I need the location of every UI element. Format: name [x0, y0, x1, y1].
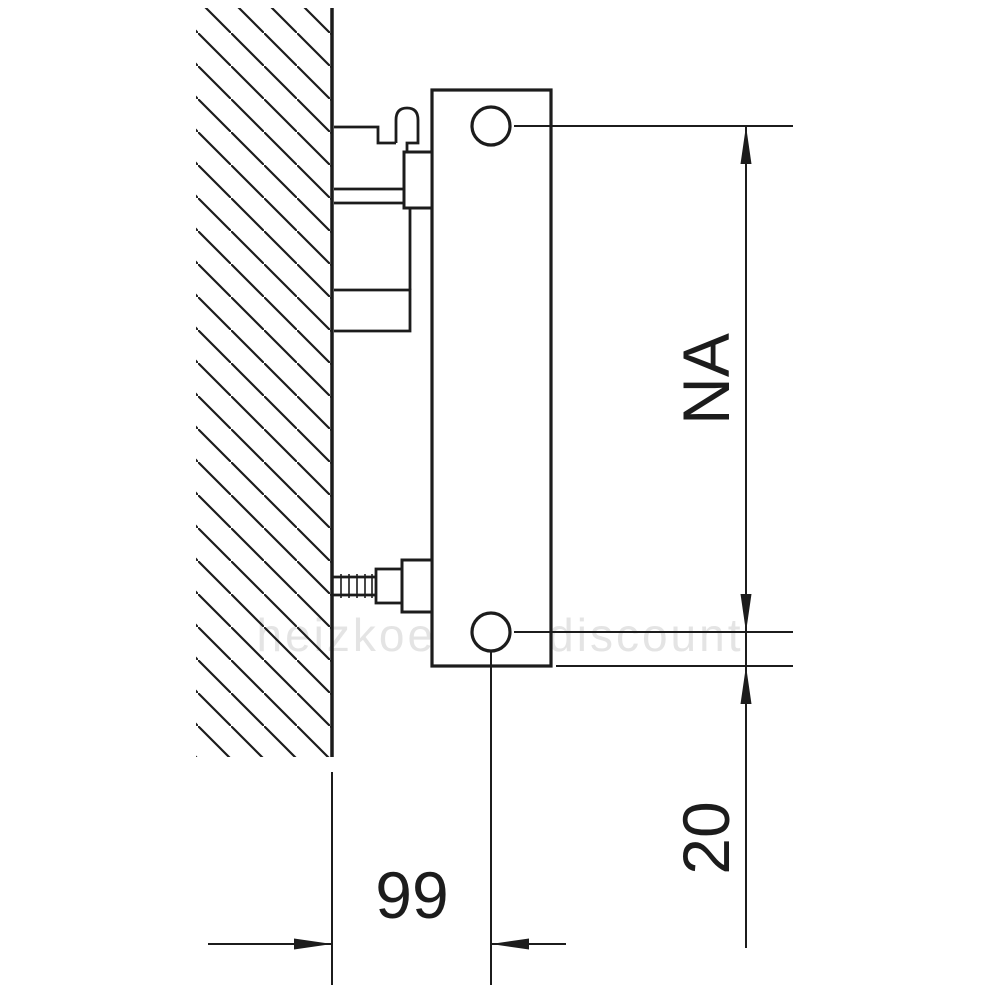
bracket-top-arm [334, 125, 396, 145]
bracket-hook [394, 106, 420, 152]
dimension-label-20: 20 [669, 801, 743, 874]
mounting-bracket [334, 106, 434, 333]
wall-section [196, 8, 334, 757]
top-connection-hub [470, 105, 512, 147]
bottom-connection-hub [470, 611, 512, 653]
radiator-outline [430, 88, 553, 668]
valve-flange [400, 558, 434, 614]
bracket-arm-lines [334, 187, 404, 205]
arrow-20-bottom [740, 666, 752, 704]
radiator-lug [402, 150, 434, 210]
arrow-99-left [294, 938, 332, 950]
wall-hatching [196, 8, 332, 757]
bracket-lower-foot [334, 288, 412, 333]
dimension-label-99: 99 [375, 858, 448, 932]
bottom-valve-fitting [333, 558, 434, 614]
valve-nut [374, 567, 404, 605]
dimension-label-na: NA [669, 333, 743, 425]
dimension-arrows [294, 126, 752, 950]
thread-ticks [340, 574, 373, 598]
arrow-na-top [740, 126, 752, 164]
radiator-body [430, 88, 553, 668]
arrow-na-bottom [740, 594, 752, 632]
arrow-99-right [491, 938, 529, 950]
threaded-rod [333, 575, 376, 597]
